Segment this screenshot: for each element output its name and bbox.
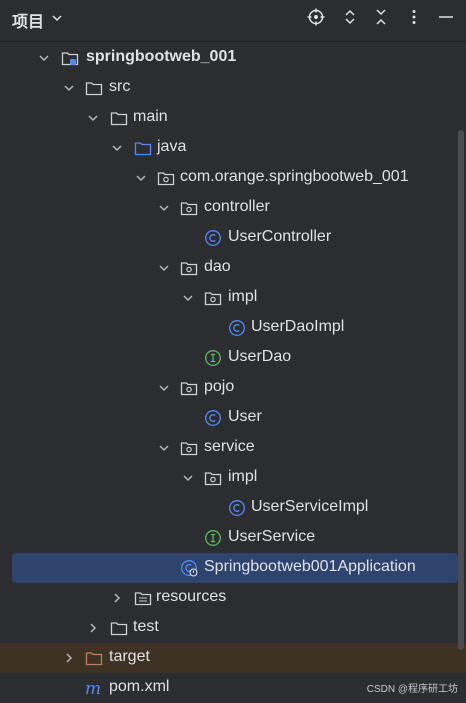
excluded-folder-icon <box>85 652 103 666</box>
tree-item-controller[interactable]: controller <box>0 193 466 223</box>
package-icon <box>180 262 198 276</box>
tree-item-resources[interactable]: resources <box>0 583 466 613</box>
tree-item-target[interactable]: target <box>0 643 466 673</box>
chevron-down-icon[interactable] <box>181 471 195 485</box>
chevron-right-icon[interactable] <box>62 651 76 665</box>
chevron-down-icon[interactable] <box>157 261 171 275</box>
tree-item-dao-impl[interactable]: impl <box>0 283 466 313</box>
tree-label: UserDaoImpl <box>251 318 345 335</box>
package-icon <box>180 202 198 216</box>
tree-item-user-dao-impl[interactable]: UserDaoImpl <box>0 313 466 343</box>
maven-icon: m <box>85 679 101 697</box>
tree-label: service <box>204 438 255 455</box>
more-options-icon[interactable] <box>403 6 425 28</box>
tree-label: pom.xml <box>109 678 170 695</box>
watermark: CSDN @程序研工坊 <box>366 684 458 695</box>
class-icon <box>205 230 221 246</box>
package-icon <box>204 472 222 486</box>
chevron-down-icon[interactable] <box>181 291 195 305</box>
tree-label: UserController <box>228 228 332 245</box>
tree-item-java[interactable]: java <box>0 133 466 163</box>
tree-item-user-service[interactable]: UserService <box>0 523 466 553</box>
tree-label: UserService <box>228 528 316 545</box>
tree-label: target <box>109 648 150 665</box>
resources-folder-icon <box>134 592 152 606</box>
chevron-down-icon[interactable] <box>37 51 51 65</box>
tree-item-package[interactable]: com.orange.springbootweb_001 <box>0 163 466 193</box>
interface-icon <box>205 350 221 366</box>
tree-item-user-controller[interactable]: UserController <box>0 223 466 253</box>
tree-item-project[interactable]: springbootweb_001 <box>0 43 466 73</box>
tree-item-pojo[interactable]: pojo <box>0 373 466 403</box>
module-folder-icon <box>61 52 79 66</box>
package-icon <box>180 442 198 456</box>
tree-label: impl <box>228 468 258 485</box>
folder-icon <box>110 112 128 126</box>
locate-icon[interactable] <box>305 6 327 28</box>
collapse-all-icon[interactable] <box>370 6 392 28</box>
source-folder-icon <box>134 142 152 156</box>
tree-label: impl <box>228 288 258 305</box>
tree-label: test <box>133 618 159 635</box>
tree-item-dao[interactable]: dao <box>0 253 466 283</box>
tree-label: UserDao <box>228 348 292 365</box>
chevron-down-icon[interactable] <box>50 11 64 25</box>
tree-item-user[interactable]: User <box>0 403 466 433</box>
interface-icon <box>205 530 221 546</box>
tree-item-service[interactable]: service <box>0 433 466 463</box>
chevron-down-icon[interactable] <box>110 141 124 155</box>
project-toolbar: 项目 <box>0 0 466 36</box>
tree-label: springbootweb_001 <box>86 48 237 65</box>
tree-label: Springbootweb001Application <box>204 558 416 575</box>
class-icon <box>229 500 245 516</box>
chevron-down-icon[interactable] <box>86 111 100 125</box>
tree-label: src <box>109 78 131 95</box>
tree-label: User <box>228 408 262 425</box>
tree-item-service-impl[interactable]: impl <box>0 463 466 493</box>
chevron-right-icon[interactable] <box>110 591 124 605</box>
tree-item-src[interactable]: src <box>0 73 466 103</box>
tree-item-application[interactable]: Springbootweb001Application <box>12 553 458 583</box>
minimize-icon[interactable] <box>435 6 457 28</box>
tree-label: pojo <box>204 378 235 395</box>
tree-label: com.orange.springbootweb_001 <box>180 168 409 185</box>
tree-label: dao <box>204 258 231 275</box>
chevron-down-icon[interactable] <box>134 171 148 185</box>
svg-text:m: m <box>85 679 101 697</box>
tree-item-user-dao[interactable]: UserDao <box>0 343 466 373</box>
chevron-down-icon[interactable] <box>157 381 171 395</box>
class-icon <box>229 320 245 336</box>
tree-item-main[interactable]: main <box>0 103 466 133</box>
chevron-right-icon[interactable] <box>86 621 100 635</box>
panel-title[interactable]: 项目 <box>12 14 45 31</box>
folder-icon <box>110 622 128 636</box>
spring-boot-class-icon <box>181 560 198 577</box>
header-divider <box>0 41 466 42</box>
tree-label: main <box>133 108 168 125</box>
package-icon <box>180 382 198 396</box>
package-icon <box>204 292 222 306</box>
tree-label: java <box>157 138 187 155</box>
tree-item-pom[interactable]: m pom.xml <box>0 673 466 703</box>
tree-label: resources <box>156 588 227 605</box>
tree-label: UserServiceImpl <box>251 498 369 515</box>
chevron-down-icon[interactable] <box>157 441 171 455</box>
package-icon <box>157 172 175 186</box>
tree-item-test[interactable]: test <box>0 613 466 643</box>
class-icon <box>205 410 221 426</box>
chevron-down-icon[interactable] <box>62 81 76 95</box>
folder-icon <box>85 82 103 96</box>
expand-all-icon[interactable] <box>339 6 361 28</box>
tree-label: controller <box>204 198 270 215</box>
tree-item-user-service-impl[interactable]: UserServiceImpl <box>0 493 466 523</box>
chevron-down-icon[interactable] <box>157 201 171 215</box>
vertical-scrollbar[interactable] <box>458 130 464 650</box>
